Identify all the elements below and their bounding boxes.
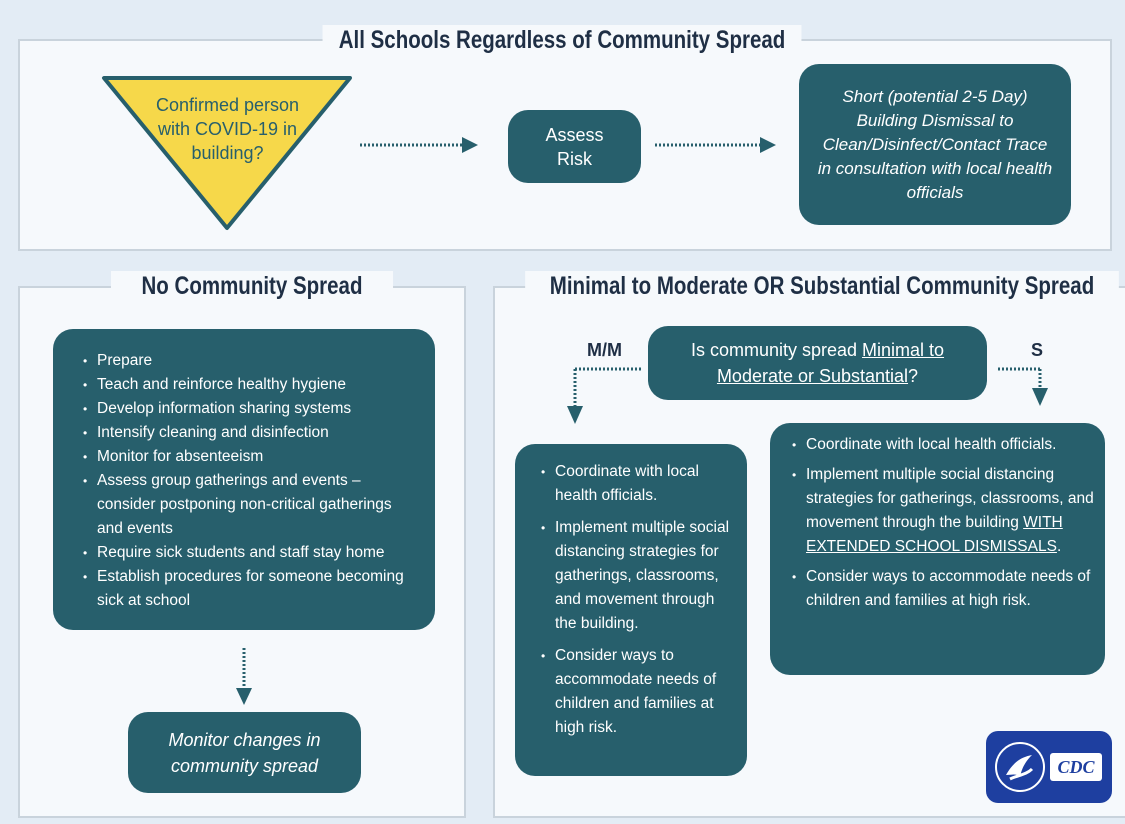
question-box: Is community spread Minimal to Moderate … (648, 326, 987, 400)
list-item: Consider ways to accommodate needs of ch… (539, 644, 737, 740)
hhs-eagle-icon (995, 742, 1045, 792)
mm-actions-box: Coordinate with local health officials. … (515, 444, 747, 776)
dismissal-box: Short (potential 2-5 Day) Building Dismi… (799, 64, 1071, 225)
cdc-logo: CDC (986, 731, 1112, 803)
s-label: S (1031, 340, 1044, 360)
s-item-2-suffix: . (1056, 538, 1062, 555)
decision-triangle (102, 76, 352, 230)
question-prefix: Is community spread (690, 340, 863, 360)
top-panel-title: All Schools Regardless of Community Spre… (322, 25, 802, 55)
arrowhead-to-dismissal (760, 137, 776, 153)
list-item: Coordinate with local health officials. (790, 433, 1095, 457)
list-item: Consider ways to accommodate needs of ch… (790, 565, 1095, 613)
no-spread-list: Prepare Teach and reinforce healthy hygi… (81, 349, 417, 613)
monitor-box: Monitor changes in community spread (128, 712, 361, 793)
s-list: Coordinate with local health officials. … (790, 433, 1095, 613)
question-underlined-2: Moderate or Substantial (716, 366, 909, 386)
spread-title: Minimal to Moderate OR Substantial Commu… (525, 271, 1119, 301)
assess-risk-label: Assess Risk (545, 124, 604, 169)
mm-list: Coordinate with local health officials. … (539, 460, 737, 740)
arrowhead-to-assess (462, 137, 478, 153)
no-spread-actions-box: Prepare Teach and reinforce healthy hygi… (53, 329, 435, 630)
question-suffix: ? (908, 366, 919, 386)
s-item-2-underlined: WITH EXTENDED SCHOOL DISMISSALS (806, 514, 1063, 555)
list-item: Intensify cleaning and disinfection (81, 421, 417, 445)
list-item: Require sick students and staff stay hom… (81, 541, 417, 565)
no-spread-title: No Community Spread (110, 271, 394, 301)
list-item: Develop information sharing systems (81, 397, 417, 421)
question-underlined-1: Minimal to (862, 340, 945, 360)
s-item-2-text: Implement multiple social distancing str… (806, 466, 1094, 531)
dismissal-text: Short (potential 2-5 Day) Building Dismi… (817, 86, 1053, 202)
mm-label: M/M (587, 340, 622, 360)
question-text: Is community spread Minimal to Moderate … (691, 337, 944, 389)
triangle-text: Confirmed person with COVID-19 in buildi… (155, 95, 300, 163)
list-item: Prepare (81, 349, 417, 373)
arrowhead-mm (567, 406, 583, 424)
cdc-logo-text: CDC (1057, 756, 1095, 777)
assess-risk-box: Assess Risk (508, 110, 641, 183)
list-item: Assess group gatherings and events – con… (81, 469, 417, 541)
list-item: Implement multiple social distancing str… (539, 516, 737, 636)
arrowhead-s (1032, 388, 1048, 406)
list-item: Implement multiple social distancing str… (790, 463, 1095, 559)
list-item: Teach and reinforce healthy hygiene (81, 373, 417, 397)
list-item: Monitor for absenteeism (81, 445, 417, 469)
monitor-text: Monitor changes in community spread (168, 729, 321, 776)
list-item: Coordinate with local health officials. (539, 460, 737, 508)
cdc-logo-badge: CDC (1050, 753, 1102, 781)
list-item: Establish procedures for someone becomin… (81, 565, 417, 613)
s-actions-box: Coordinate with local health officials. … (770, 423, 1105, 675)
